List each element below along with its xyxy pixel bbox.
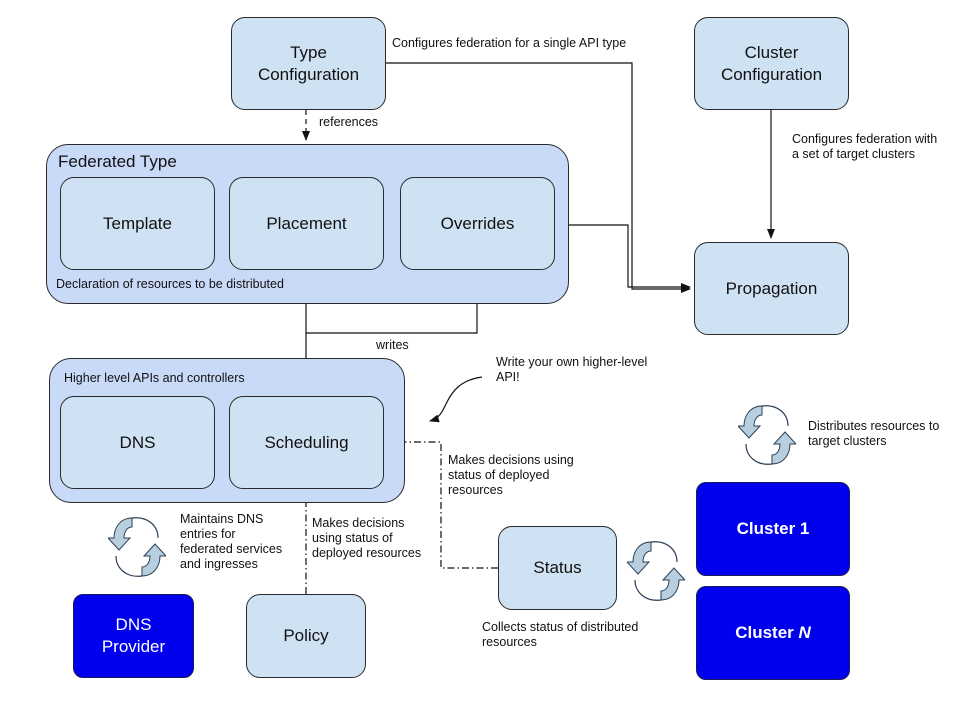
cluster-configuration-box: Cluster Configuration: [694, 17, 849, 110]
policy-label: Policy: [283, 626, 329, 645]
cluster-configuration-label: Cluster Configuration: [720, 42, 823, 84]
cluster-n-box: Cluster N: [696, 586, 850, 680]
annotation-distributes-resources: Distributes resources to target clusters: [808, 419, 940, 448]
higher-level-apis-title: Higher level APIs and controllers: [64, 371, 245, 385]
cluster-n-label: Cluster N: [735, 623, 811, 642]
annotation-writes: writes: [376, 338, 409, 352]
annotation-write-your-own: Write your own higher-level API!: [496, 355, 648, 384]
federated-type-caption: Declaration of resources to be distribut…: [56, 277, 284, 291]
federated-type-title: Federated Type: [58, 152, 177, 171]
cycle-icon: [108, 517, 166, 577]
arrow-status-to-scheduling: [384, 438, 498, 569]
scheduling-box: Scheduling: [229, 396, 384, 489]
annotation-maintains-dns: Maintains DNS entries for federated serv…: [180, 512, 283, 571]
type-configuration-box: Type Configuration: [231, 17, 386, 110]
dns-label: DNS: [119, 432, 156, 452]
annotation-collects-status: Collects status of distributed resources: [482, 620, 639, 649]
annotation-references: references: [319, 115, 379, 129]
cycle-icon: [738, 405, 796, 465]
cluster-1-label: Cluster 1: [736, 519, 810, 538]
dns-provider-label: DNS Provider: [101, 615, 166, 656]
template-label: Template: [103, 213, 172, 233]
arrow-federatedtype-to-propagation: [568, 224, 691, 291]
dns-provider-box: DNS Provider: [73, 594, 194, 678]
placement-box: Placement: [229, 177, 384, 270]
annotation-configures-target-clusters: Configures federation with a set of targ…: [792, 132, 938, 161]
arrow-typeconfig-to-propagation: [385, 62, 691, 293]
annotation-decisions-status-right: Makes decisions using status of deployed…: [448, 453, 574, 497]
annotation-configures-single-api: Configures federation for a single API t…: [392, 36, 627, 50]
overrides-box: Overrides: [400, 177, 555, 270]
status-label: Status: [533, 558, 582, 577]
propagation-box: Propagation: [694, 242, 849, 335]
policy-box: Policy: [246, 594, 366, 678]
type-configuration-label: Type Configuration: [257, 42, 360, 84]
status-box: Status: [498, 526, 617, 610]
template-box: Template: [60, 177, 215, 270]
propagation-label: Propagation: [725, 278, 818, 298]
cluster-1-box: Cluster 1: [696, 482, 850, 576]
overrides-label: Overrides: [440, 213, 515, 233]
dns-box: DNS: [60, 396, 215, 489]
annotation-decisions-status-policy: Makes decisions using status of deployed…: [312, 516, 422, 560]
placement-label: Placement: [266, 213, 347, 233]
arrow-write-your-own: [429, 376, 483, 423]
cycle-icon: [627, 541, 685, 601]
scheduling-label: Scheduling: [264, 432, 349, 452]
